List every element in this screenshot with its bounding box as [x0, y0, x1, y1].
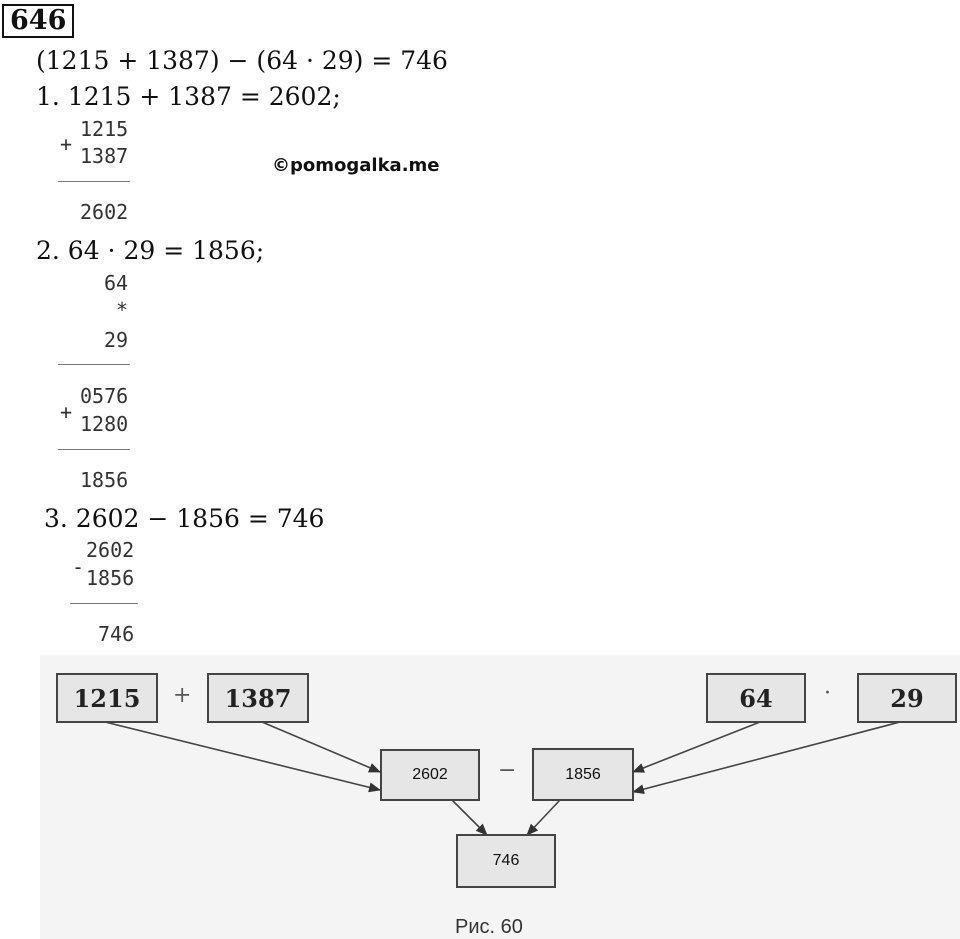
problem-number: 646: [2, 4, 75, 38]
step2-partial-1: 0576: [80, 384, 129, 408]
arrow-2602-to-746: [451, 799, 488, 836]
step3-rule: [70, 603, 138, 604]
diagram-box-1856: 1856: [532, 748, 634, 801]
diagram-box-29: 29: [857, 673, 957, 723]
step1-addend-a: 1215: [80, 117, 129, 141]
diagram-op-minus: −: [498, 758, 517, 783]
diagram-op-dot: ·: [824, 681, 831, 706]
step2-factor-a: 64: [104, 271, 129, 295]
step1-label: 1. 1215 + 1387 = 2602;: [36, 82, 341, 111]
diagram-box-1215: 1215: [56, 673, 158, 723]
diagram-background: [40, 655, 960, 939]
step1-addend-b: 1387: [80, 144, 129, 168]
main-expression: (1215 + 1387) − (64 · 29) = 746: [36, 46, 448, 75]
step3-result: 746: [98, 622, 135, 646]
diagram-box-746: 746: [456, 834, 556, 888]
arrow-1387-to-2602: [261, 721, 381, 773]
diagram-box-2602: 2602: [380, 749, 480, 801]
arrow-64-to-1856: [632, 721, 761, 773]
step3-subtrahend: 1856: [86, 566, 135, 590]
arrow-29-to-1856: [632, 721, 901, 795]
step1-rule: [58, 181, 130, 182]
step2-result: 1856: [80, 468, 129, 492]
step2-rule-2: [58, 449, 130, 450]
watermark: ©pomogalka.me: [272, 155, 440, 176]
step2-sign: +: [60, 400, 73, 424]
step2-partial-2: 1280: [80, 412, 129, 436]
step2-multiply-sign: *: [116, 298, 129, 322]
step2-factor-b: 29: [104, 328, 129, 352]
figure-caption: Рис. 60: [455, 916, 523, 938]
step3-sign: -: [72, 555, 85, 579]
step3-minuend: 2602: [86, 538, 135, 562]
diagram-box-1387: 1387: [207, 673, 309, 723]
step2-rule-1: [58, 364, 130, 365]
arrow-1856-to-746: [526, 799, 561, 836]
diagram-box-64: 64: [706, 673, 806, 723]
arrow-1215-to-2602: [104, 721, 381, 793]
step3-label: 3. 2602 − 1856 = 746: [44, 504, 325, 533]
step1-sign: +: [60, 132, 73, 156]
step2-label: 2. 64 · 29 = 1856;: [36, 236, 265, 265]
diagram-op-plus: +: [173, 683, 192, 708]
step1-result: 2602: [80, 200, 129, 224]
